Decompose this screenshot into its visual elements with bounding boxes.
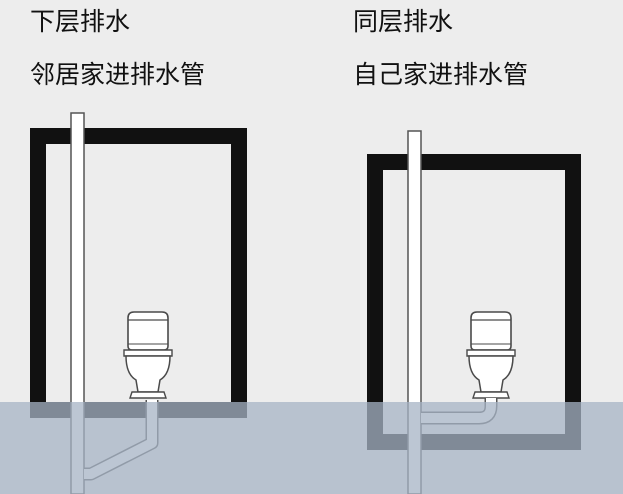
left-riser-pipe <box>70 112 85 494</box>
left-subtitle: 邻居家进排水管 <box>30 60 206 89</box>
right-title: 同层排水 <box>353 7 454 36</box>
floor-slab <box>0 402 623 494</box>
right-toilet-icon <box>466 311 516 399</box>
left-title: 下层排水 <box>30 7 131 36</box>
right-subtitle: 自己家进排水管 <box>353 60 529 89</box>
right-room-wall <box>367 154 581 450</box>
left-toilet-icon <box>123 311 173 399</box>
